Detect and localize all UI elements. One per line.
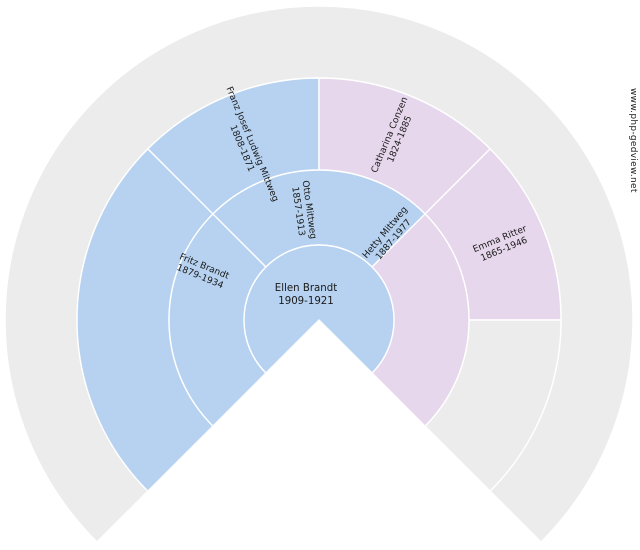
center-name: Ellen Brandt (275, 283, 337, 294)
segment-center-ellen-brandt[interactable] (243, 244, 395, 374)
watermark-text: www.php-gedview.net (628, 88, 638, 193)
label-center-ellen-brandt: Ellen Brandt 1909-1921 (275, 283, 337, 307)
fan-segments-group (4, 5, 634, 543)
center-dates: 1909-1921 (278, 296, 334, 307)
